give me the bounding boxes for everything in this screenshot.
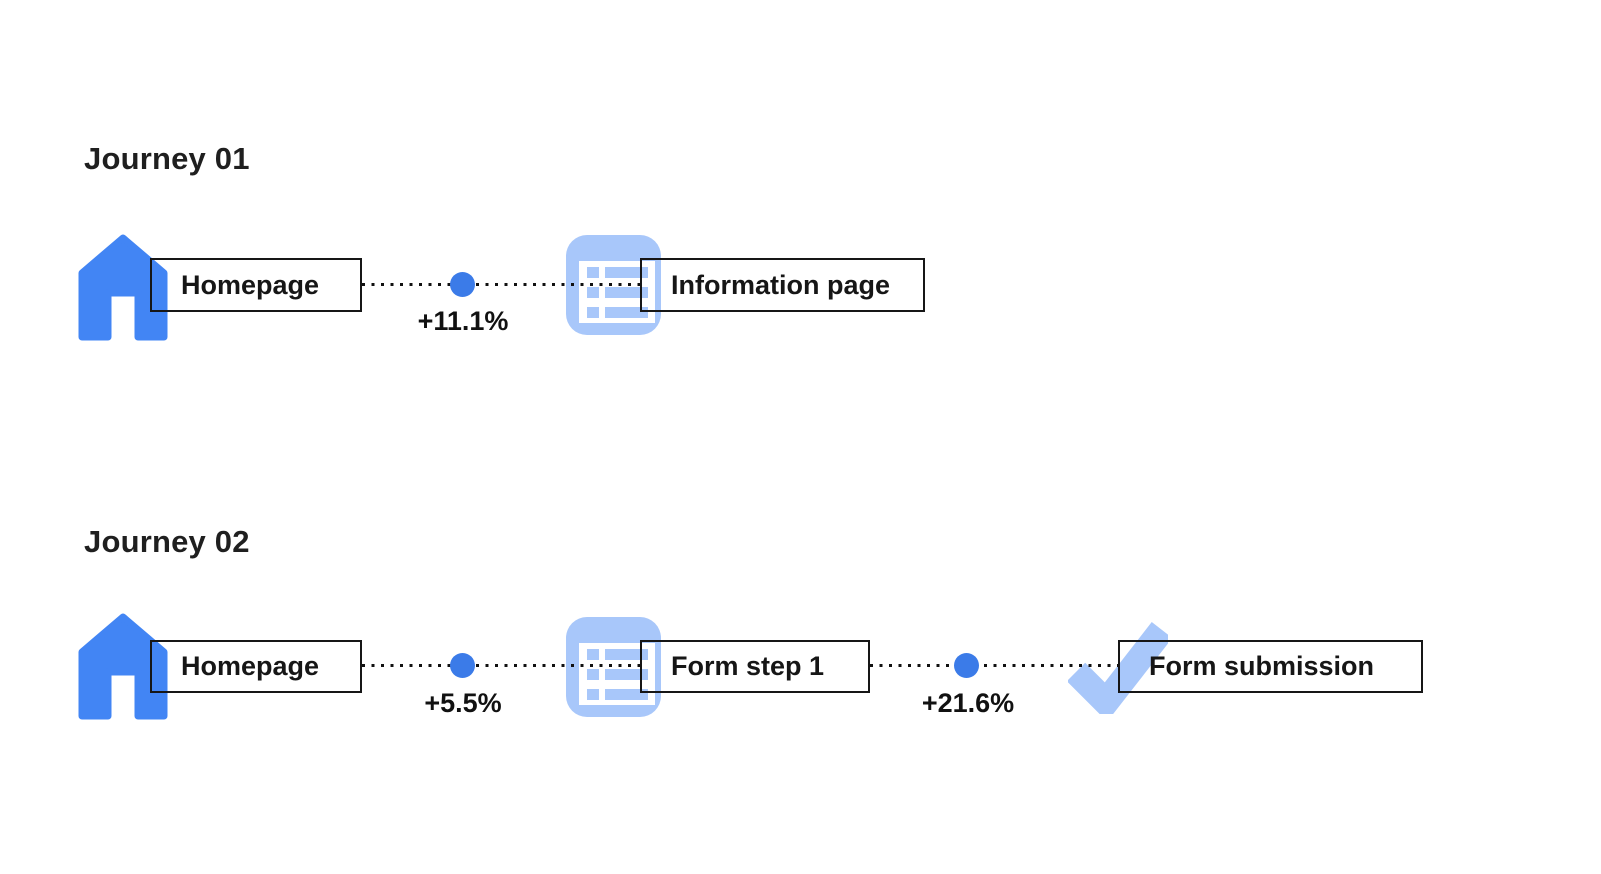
transition-percentage: +5.5% [424, 688, 502, 718]
connector-dot [954, 653, 979, 678]
transition-percentage: +11.1% [417, 306, 509, 336]
node-label: Form submission [1149, 651, 1375, 681]
transition-percentage: +21.6% [921, 688, 1015, 718]
node-label: Information page [671, 269, 891, 300]
node-box-form-submission: Form submission [1118, 640, 1423, 693]
node-label: Form step 1 [671, 651, 825, 681]
home-icon [78, 233, 168, 346]
connector-line [362, 283, 640, 286]
node-box-homepage: Homepage [150, 640, 362, 693]
node-label: Homepage [181, 651, 320, 681]
node-box-homepage: Homepage [150, 258, 362, 312]
home-icon [78, 612, 168, 725]
list-icon [566, 235, 661, 340]
connector-dot [450, 653, 475, 678]
connector-line [870, 664, 1118, 667]
connector-line [362, 664, 640, 667]
connector-dot [450, 272, 475, 297]
list-icon [566, 617, 661, 722]
node-label: Homepage [181, 269, 320, 300]
node-box-information-page: Information page [640, 258, 925, 312]
check-icon [1066, 614, 1173, 722]
node-box-form-step-1: Form step 1 [640, 640, 870, 693]
journey-2-title: Journey 02 [84, 524, 250, 559]
journey-1-title: Journey 01 [84, 141, 250, 176]
